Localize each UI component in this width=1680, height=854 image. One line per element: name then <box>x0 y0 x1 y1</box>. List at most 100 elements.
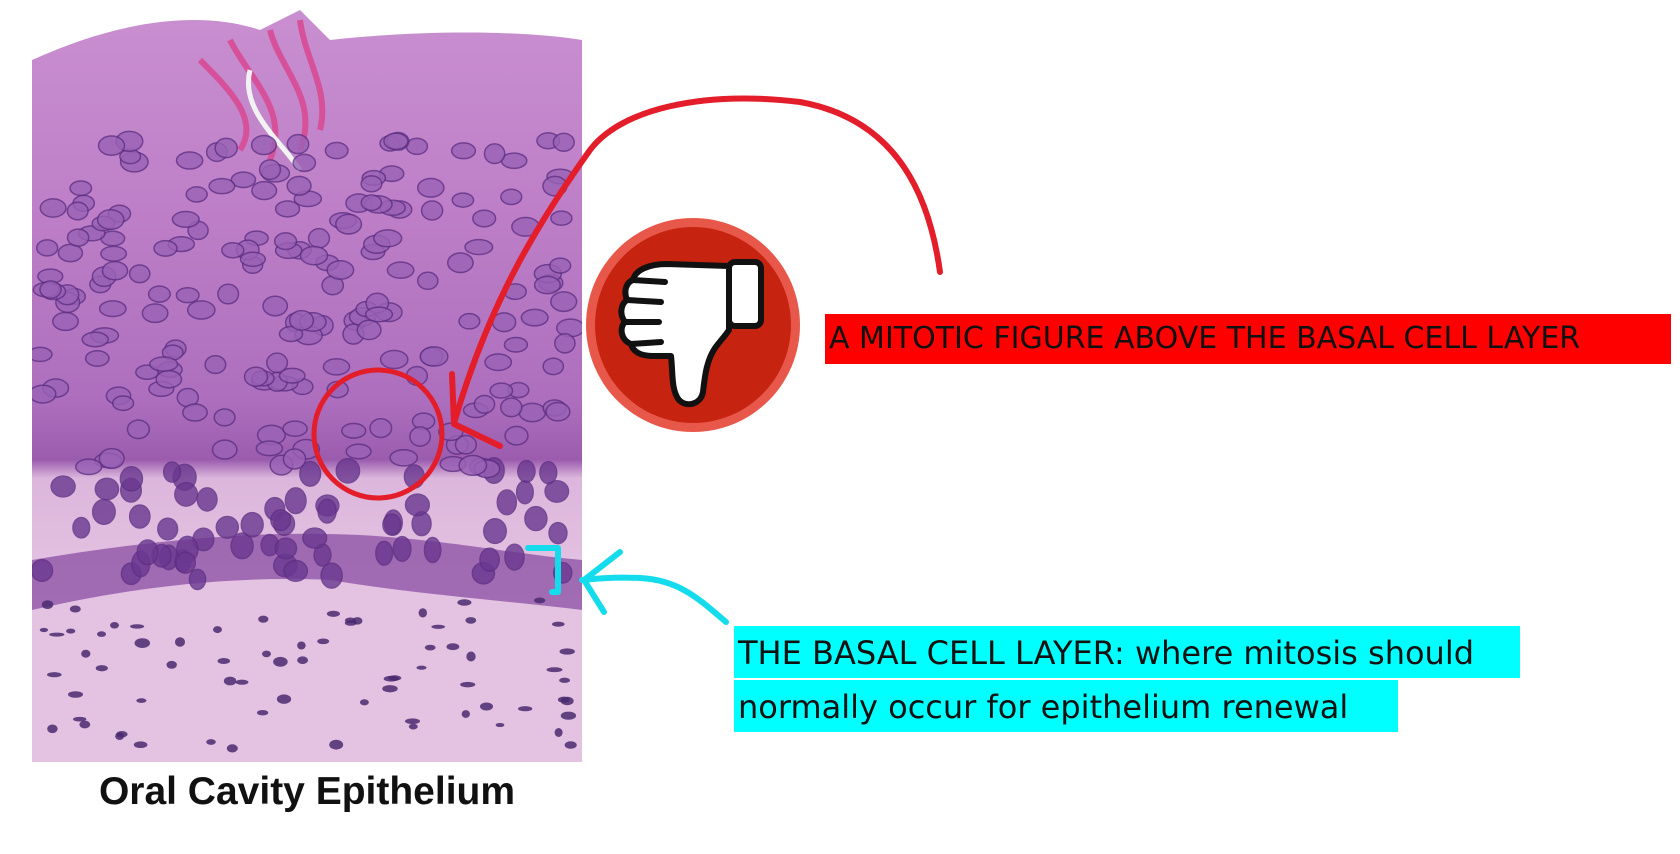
basal-label-line2: normally occur for epithelium renewal <box>738 688 1349 726</box>
cell-nucleus <box>340 422 367 439</box>
stroma-nucleus <box>479 702 494 711</box>
stroma-nucleus <box>466 651 476 662</box>
cell-nucleus <box>386 261 415 279</box>
cell-nucleus <box>148 356 179 372</box>
stroma-nucleus <box>95 665 108 672</box>
cell-nucleus <box>356 319 382 341</box>
cell-nucleus <box>326 259 355 281</box>
cell-nucleus <box>533 275 561 295</box>
cell-nucleus <box>375 540 394 566</box>
stroma-nucleus <box>431 624 446 629</box>
cyan-label-highlight-line1 <box>734 626 1520 678</box>
stroma-nucleus <box>136 698 147 703</box>
cyan-arrow <box>579 574 729 625</box>
cell-nucleus <box>389 449 419 467</box>
cell-nucleus <box>299 460 322 487</box>
stroma-nucleus <box>115 732 125 740</box>
cell-nucleus <box>503 336 529 353</box>
stroma-nucleus <box>235 679 249 685</box>
cell-nucleus <box>91 498 116 526</box>
stroma-nucleus <box>213 626 222 634</box>
stroma-nucleus <box>97 631 106 637</box>
stroma-nucleus <box>226 744 238 753</box>
cell-nucleus <box>157 517 179 541</box>
cell-nucleus <box>98 300 127 318</box>
stroma-nucleus <box>560 711 577 720</box>
cell-nucleus <box>504 543 525 571</box>
stroma-nucleus <box>133 741 148 749</box>
cell-nucleus <box>32 559 54 582</box>
cell-nucleus <box>302 527 328 549</box>
stroma-nucleus <box>388 675 402 681</box>
cyan-arrowhead <box>581 549 623 615</box>
stroma-nuclei <box>39 597 577 753</box>
cell-nucleus <box>141 303 169 324</box>
cell-nucleus <box>174 551 197 574</box>
cell-nucleus <box>473 394 496 414</box>
stroma-nucleus <box>206 739 216 745</box>
stroma-nucleus <box>256 710 269 716</box>
stroma-nucleus <box>559 648 575 655</box>
cell-nucleus <box>284 487 307 515</box>
stroma-nucleus <box>110 622 119 629</box>
cell-nucleus <box>479 547 500 572</box>
cell-nucleus <box>230 171 257 189</box>
stroma-nucleus <box>217 658 231 664</box>
stroma-nucleus <box>66 628 76 634</box>
cell-nucleus <box>185 186 208 203</box>
cell-nucleus <box>35 239 59 257</box>
stroma-nucleus <box>564 741 577 749</box>
cell-nucleus <box>278 325 304 343</box>
stroma-nucleus <box>546 667 563 673</box>
cell-nucleus <box>97 135 126 156</box>
mitotic-figure-label: A MITOTIC FIGURE ABOVE THE BASAL CELL LA… <box>829 321 1581 356</box>
cell-nucleus <box>217 283 240 305</box>
cell-nucleus <box>57 243 84 263</box>
cell-nucleus <box>153 239 178 257</box>
cell-nucleus <box>446 252 474 274</box>
connective-tissue <box>32 579 582 762</box>
cell-nucleus <box>483 518 507 545</box>
stroma-nucleus <box>273 656 288 667</box>
stroma-nucleus <box>359 699 369 706</box>
stroma-nucleus <box>405 718 420 725</box>
cell-nucleus <box>111 395 135 412</box>
cell-nucleus <box>548 521 568 545</box>
stroma-nucleus <box>518 706 533 712</box>
stroma-nucleus <box>68 691 83 698</box>
stroma-nucleus <box>534 597 546 604</box>
stroma-nucleus <box>495 722 505 728</box>
cell-nucleus <box>147 285 171 303</box>
cell-nucleus <box>273 232 298 251</box>
stroma-nucleus <box>39 627 49 633</box>
cell-nucleus <box>239 251 267 267</box>
cell-nucleus <box>552 132 575 152</box>
cell-nucleus <box>274 537 298 560</box>
cell-nucleus <box>550 210 573 226</box>
cell-nucleus <box>545 401 571 422</box>
stroma-nucleus <box>79 720 91 729</box>
stroma-nucleus <box>557 696 570 703</box>
cell-nucleus <box>119 465 144 492</box>
cell-nucleus <box>211 439 238 460</box>
cell-nucleus <box>299 245 329 266</box>
cell-nucleus <box>382 513 402 536</box>
cell-nucleus <box>483 143 506 165</box>
cell-nucleus <box>204 355 227 375</box>
cell-nucleus <box>128 504 151 529</box>
stroma-nucleus <box>47 672 62 678</box>
stroma-nucleus <box>418 608 428 618</box>
cell-nucleus <box>518 402 547 423</box>
cell-nucleus <box>94 477 120 501</box>
cell-nucleus <box>186 300 216 320</box>
stroma-nucleus <box>344 617 356 624</box>
cell-nucleus <box>162 461 182 483</box>
cell-nucleus <box>282 448 307 470</box>
cell-nucleus <box>155 369 183 389</box>
basal-layer-bracket <box>525 545 561 595</box>
cell-nucleus <box>416 177 445 198</box>
cell-nucleus <box>66 228 90 247</box>
cell-nucleus <box>320 562 343 589</box>
cell-nucleus <box>317 498 337 524</box>
